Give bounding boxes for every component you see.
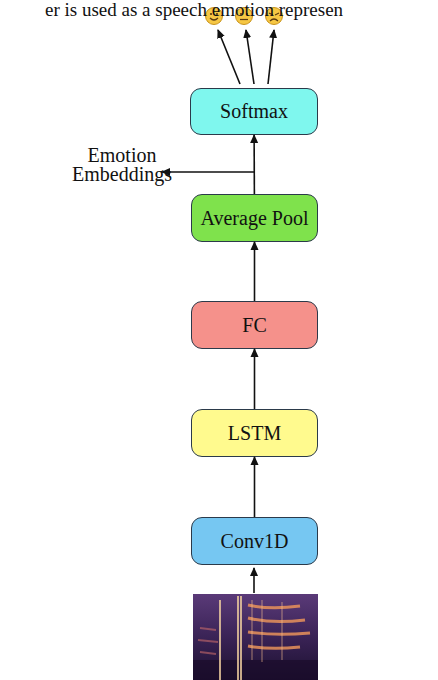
process-box: LSTM (191, 409, 318, 457)
flow-arrow (253, 135, 255, 194)
process-box: FC (191, 301, 318, 349)
box-label: Average Pool (201, 207, 309, 230)
flow-arrow (254, 349, 256, 409)
embedding-label: Emotion Embeddings (62, 146, 182, 184)
spectrogram (193, 594, 318, 680)
cropped-caption-text: er is used as a speech emotion represen (45, 0, 438, 19)
box-label: Conv1D (221, 530, 289, 553)
output-arrow (218, 30, 240, 84)
output-arrow (268, 30, 274, 84)
process-box: Average Pool (191, 194, 318, 242)
box-label: Softmax (220, 100, 288, 123)
box-label: LSTM (228, 422, 281, 445)
input-arrow (253, 568, 255, 593)
flow-arrow (254, 242, 256, 301)
flow-arrow (254, 457, 256, 517)
box-label: FC (242, 314, 266, 337)
embedding-arrow (162, 171, 254, 173)
process-box: Conv1D (191, 517, 318, 565)
process-box: Softmax (190, 88, 318, 135)
output-arrow (246, 30, 254, 84)
